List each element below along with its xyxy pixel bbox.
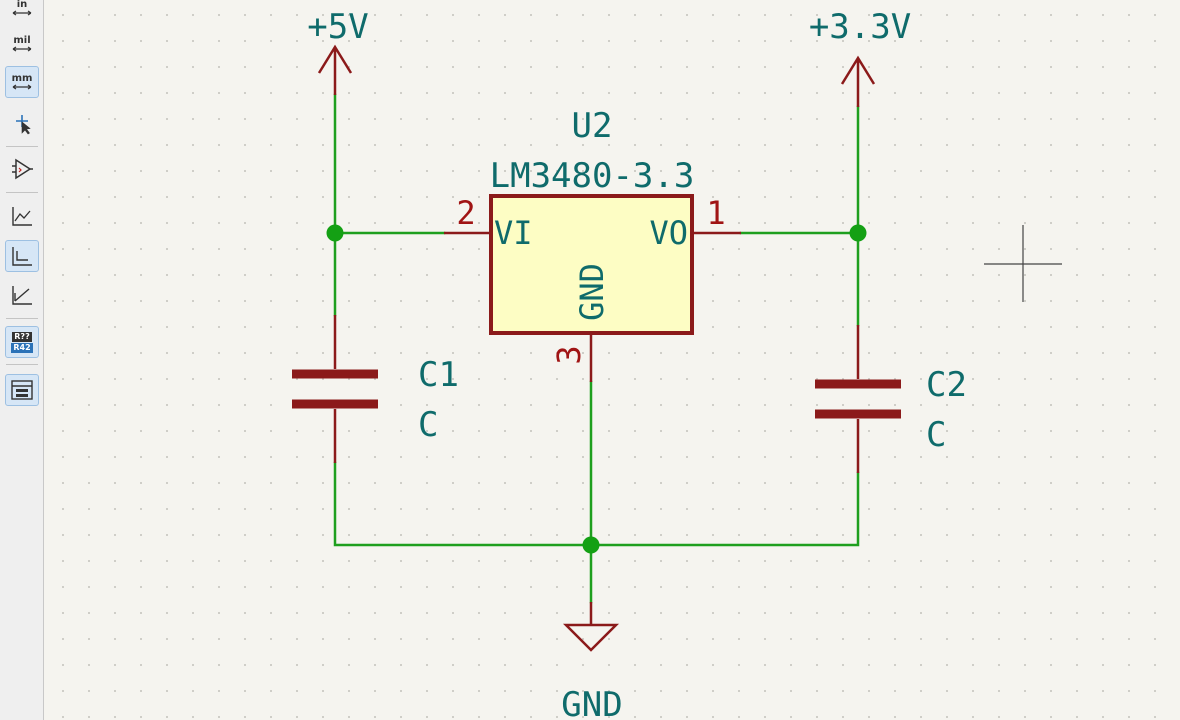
hierarchy-icon [11, 380, 33, 400]
capacitor-c2[interactable]: C2 C [815, 325, 967, 473]
free-angle-icon [12, 207, 32, 226]
toolbar-separator [6, 318, 38, 319]
c1-reference: C1 [418, 355, 459, 395]
ground-symbol[interactable]: GND [561, 602, 623, 720]
measure-arrow-icon [12, 10, 32, 16]
pin-type-icon [12, 158, 33, 180]
measure-arrow-icon [12, 84, 32, 90]
orthogonal-line-icon [12, 247, 32, 266]
toolbar-separator [6, 364, 38, 365]
u2-pin-number-vo: 1 [706, 194, 725, 232]
c2-reference: C2 [926, 365, 967, 405]
schematic-canvas[interactable]: +5V +3.3V U2 LM3480-3.3 VI VO GND [45, 0, 1180, 720]
line-mode-free-angle-button[interactable] [5, 200, 39, 232]
units-mm-button[interactable]: mm [5, 66, 39, 98]
u2-pin-name-vo: VO [649, 214, 688, 252]
cursor-crosshair-button[interactable] [5, 108, 39, 140]
c2-value: C [926, 415, 946, 455]
left-toolbar: in mil mm [0, 0, 44, 720]
power-label-3v3: +3.3V [809, 7, 911, 47]
annotate-top-label: R?? [12, 331, 32, 342]
hierarchy-navigator-button[interactable] [5, 374, 39, 406]
ground-label: GND [561, 685, 622, 720]
u2-pin-number-vi: 2 [456, 194, 475, 232]
units-mils-label: mil [13, 35, 31, 46]
units-inches-button[interactable]: in [5, 0, 39, 24]
wire-c1-bottom[interactable] [333, 461, 860, 547]
c1-value: C [418, 405, 438, 445]
annotate-bottom-label: R42 [11, 342, 33, 353]
u2-pin-number-gnd: 3 [550, 345, 588, 364]
u2-value: LM3480-3.3 [490, 156, 695, 196]
junctions [326, 224, 867, 554]
line-mode-45-degree-button[interactable] [5, 279, 39, 311]
cursor-crosshair-icon [16, 115, 31, 135]
crosshair-cursor [984, 225, 1062, 302]
units-mm-label: mm [11, 73, 33, 84]
power-symbol-3v3[interactable]: +3.3V [809, 7, 911, 107]
measure-arrow-icon [12, 46, 32, 52]
toolbar-separator [6, 146, 38, 147]
junction-dot[interactable] [849, 224, 867, 242]
units-mils-button[interactable]: mil [5, 28, 39, 60]
regulator-u2[interactable]: U2 LM3480-3.3 VI VO GND 2 1 3 [444, 106, 741, 382]
junction-dot[interactable] [326, 224, 344, 242]
power-label-5v: +5V [307, 7, 368, 47]
power-symbol-5v[interactable]: +5V [307, 7, 369, 95]
show-pin-electrical-types-button[interactable] [5, 153, 39, 185]
diagonal-line-icon [12, 286, 32, 305]
units-inches-label: in [16, 0, 28, 10]
capacitor-c1[interactable]: C1 C [292, 315, 459, 463]
line-mode-90-degree-button[interactable] [5, 240, 39, 272]
annotate-button[interactable]: R?? R42 [5, 326, 39, 358]
u2-pin-name-vi: VI [494, 214, 533, 252]
junction-dot[interactable] [582, 536, 600, 554]
schematic-drawing: +5V +3.3V U2 LM3480-3.3 VI VO GND [292, 7, 1062, 720]
u2-reference: U2 [572, 106, 613, 146]
u2-pin-name-gnd: GND [573, 263, 611, 321]
toolbar-separator [6, 192, 38, 193]
